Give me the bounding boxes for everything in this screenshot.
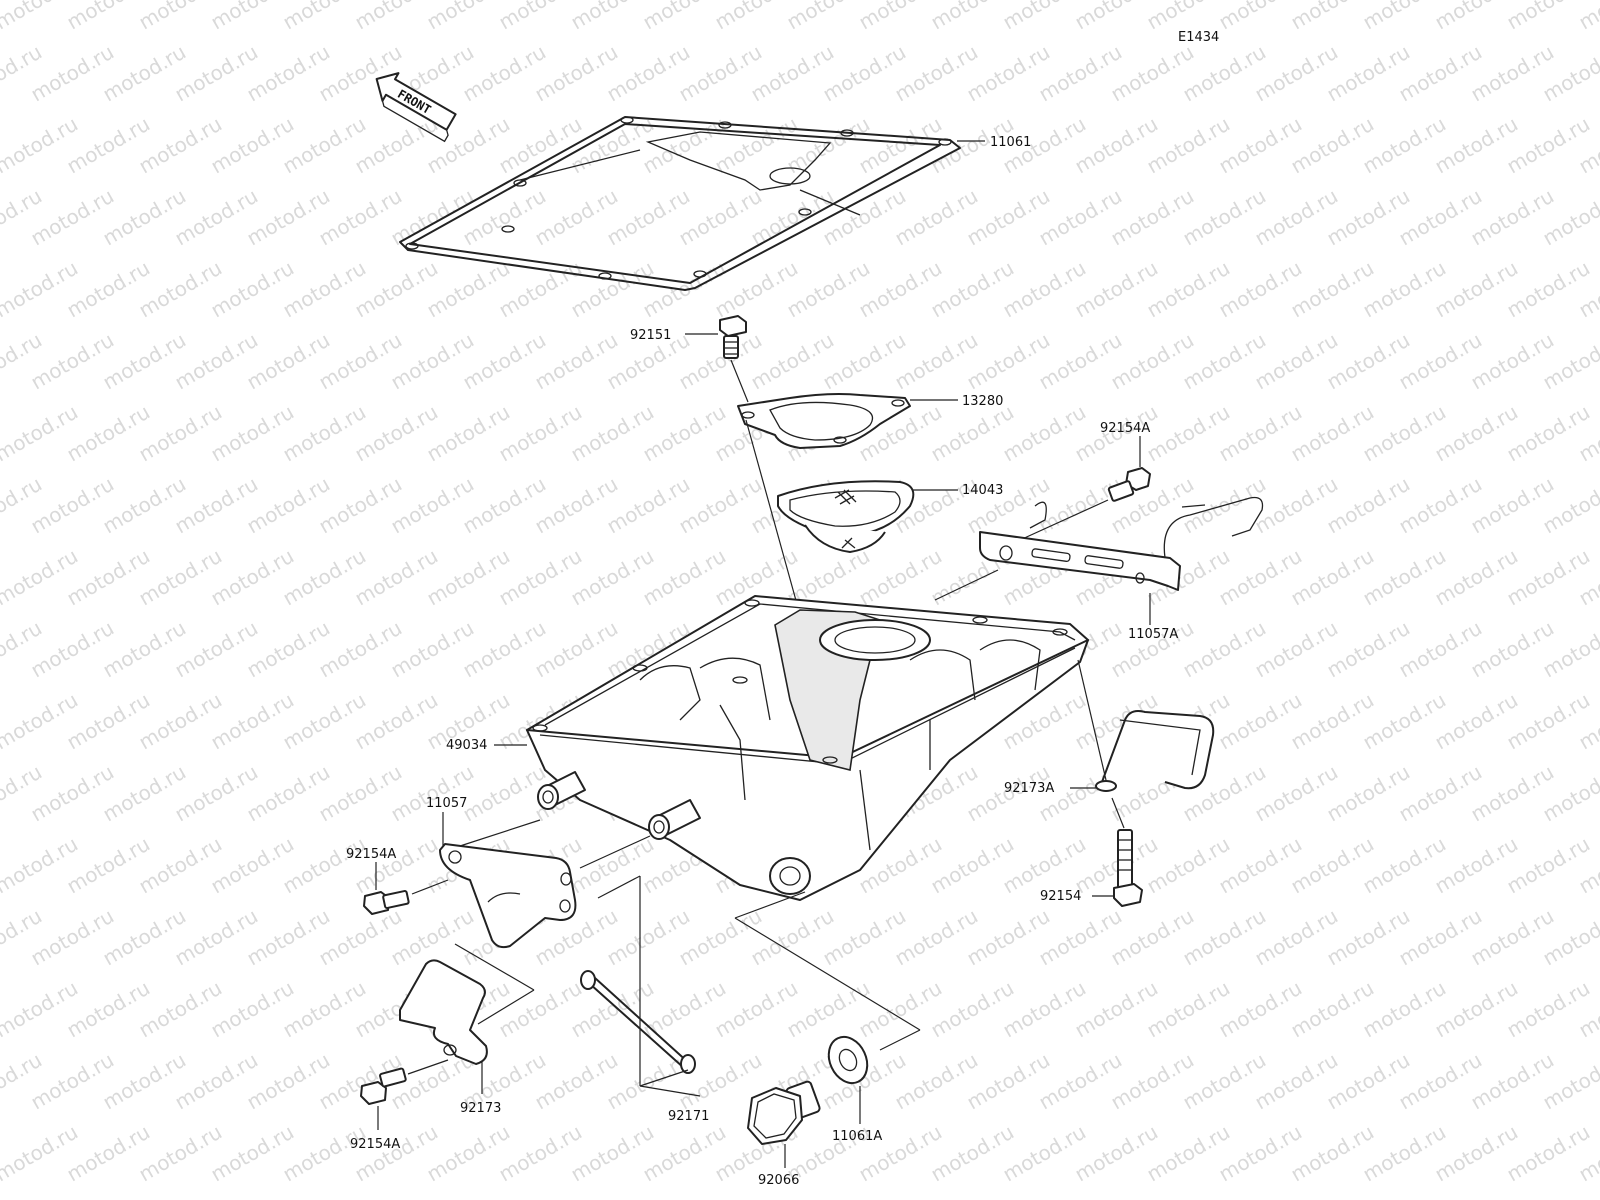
label-49034: 49034 [446,738,487,753]
washer-11061A [734,891,921,1124]
strainer-14043 [745,419,958,616]
label-92171: 92171 [668,1109,709,1124]
bolt-92151 [685,315,749,403]
label-92154: 92154 [1040,889,1081,904]
plate-13280 [737,393,958,449]
drain-plug-92066 [747,1080,821,1168]
bolt-92154 [1092,797,1143,907]
bracket-11057A [934,496,1264,625]
label-11061A: 11061A [832,1129,882,1144]
watermark-text: motod.ru [1575,0,1600,34]
label-92173: 92173 [460,1101,501,1116]
label-92154A-bottom: 92154A [350,1137,400,1152]
label-11057A: 11057A [1128,627,1178,642]
label-92154A-top: 92154A [1100,421,1150,436]
clip-92171 [580,875,701,1097]
label-92173A: 92173A [1004,781,1054,796]
gasket-11061 [399,116,985,291]
oil-pan-49034 [494,595,1089,901]
label-92066: 92066 [758,1173,799,1188]
label-14043: 14043 [962,483,1003,498]
bolt-92154A-top [1019,436,1151,541]
bolt-92154A-left [363,862,449,915]
label-92151: 92151 [630,328,671,343]
diagram-code: E1434 [1178,30,1219,45]
label-11061: 11061 [990,135,1031,150]
label-13280: 13280 [962,394,1003,409]
clamp-92173 [399,943,535,1094]
clamp-92173A [1070,659,1215,792]
label-92154A-left: 92154A [346,847,396,862]
label-11057: 11057 [426,796,467,811]
bracket-11057 [439,812,651,949]
bolt-92154A-bottom [360,1059,449,1130]
